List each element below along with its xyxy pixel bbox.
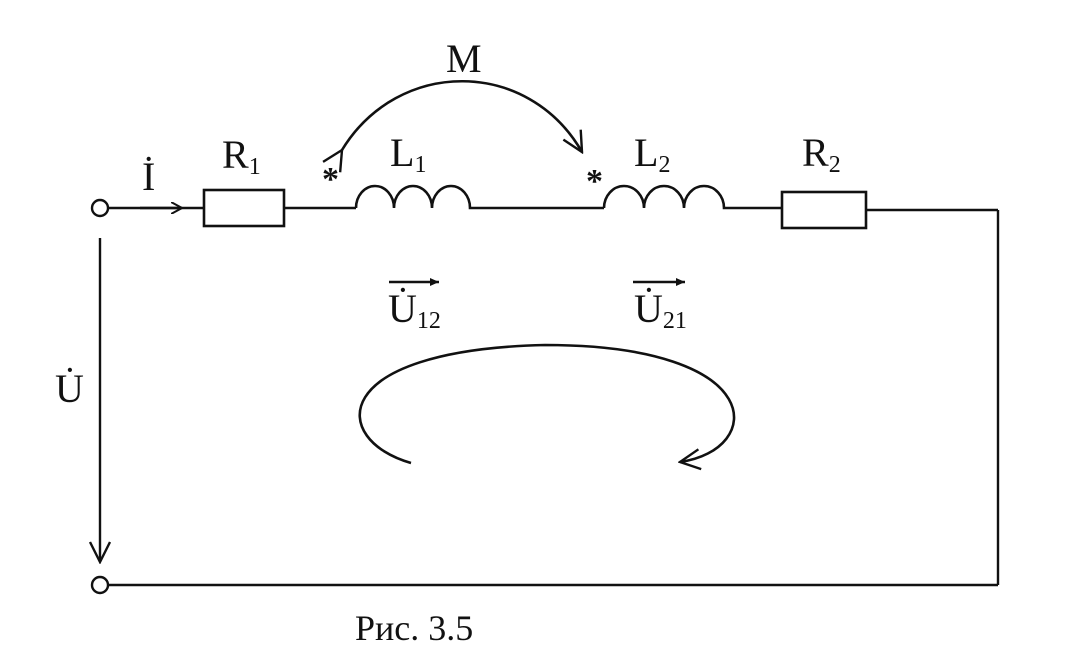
u21-label-sub: 21	[663, 308, 687, 334]
input-terminal-bottom	[90, 575, 110, 595]
r1-label: R1	[222, 132, 261, 180]
l1-label-sub: 1	[414, 152, 426, 178]
l1-label-main: L	[390, 130, 414, 175]
r1-label-main: R	[222, 132, 249, 177]
u12-label-sub: 12	[417, 308, 441, 334]
voltage-label: U̇	[55, 366, 84, 411]
star-l2: *	[586, 163, 603, 200]
r2-label: R2	[802, 130, 841, 178]
l1-label: L1	[390, 130, 426, 178]
mutual-inductance-arc	[342, 80, 582, 152]
l2-label-sub: 2	[658, 152, 670, 178]
l2-label-main: L	[634, 130, 658, 175]
l2-label: L2	[634, 130, 670, 178]
star-l1: *	[322, 161, 339, 198]
inductor-l2	[602, 184, 728, 210]
u12-label-main: U̇	[388, 286, 417, 331]
inductor-l1	[354, 184, 478, 210]
voltage-label-text: U̇	[55, 366, 84, 411]
u21-label-main: U̇	[634, 286, 663, 331]
u21-label: U̇21	[634, 286, 687, 334]
loop-direction-arrow	[358, 343, 736, 463]
u12-label: U̇12	[388, 286, 441, 334]
current-label: İ	[142, 154, 155, 199]
resistor-r2	[780, 190, 868, 230]
r2-label-sub: 2	[829, 152, 841, 178]
mutual-inductance-label: M	[446, 36, 482, 81]
input-terminal-top	[90, 198, 110, 218]
r1-label-sub: 1	[249, 154, 261, 180]
resistor-r1	[202, 188, 286, 228]
r2-label-main: R	[802, 130, 829, 175]
figure-caption: Рис. 3.5	[355, 608, 473, 648]
